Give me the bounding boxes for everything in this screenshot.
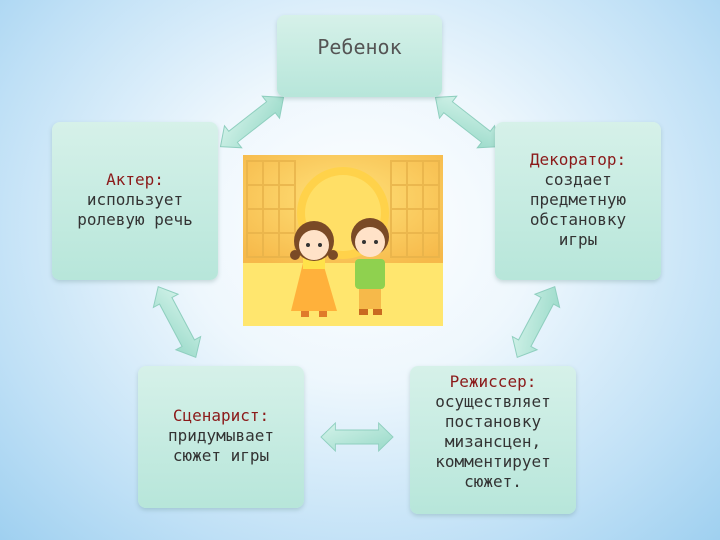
arrow-child-actor [211,85,293,159]
girl-figure [290,221,338,317]
children-illustration [243,155,443,326]
director-box: Режиссер: осуществляет постановку мизанс… [410,366,576,514]
actor-box: Актер: использует ролевую речь [52,122,218,280]
writer-role: Сценарист: [172,406,270,425]
director-role: Режиссер: [449,372,537,391]
decorator-line: обстановку [529,210,627,229]
decorator-line: предметную [529,190,627,209]
lattice-walls [246,160,440,258]
writer-line: придумывает [168,426,274,445]
arrow-decorator-director [504,279,568,365]
arrow-actor-writer [145,279,209,365]
writer-line: сюжет игры [172,446,270,465]
director-line: осуществляет [435,392,551,411]
decorator-line: создает [544,170,612,189]
director-line: комментирует [435,452,551,471]
actor-line: использует [86,190,184,209]
floor [243,263,443,326]
actor-line: ролевую речь [77,210,193,229]
decorator-line: игры [558,230,598,249]
child-title: Ребенок [317,35,402,59]
boy-figure [351,218,389,315]
director-line: постановку [444,412,542,431]
decorator-box: Декоратор: создает предметную обстановку… [495,122,661,280]
writer-box: Сценарист: придумывает сюжет игры [138,366,304,508]
director-line: мизансцен, [444,432,542,451]
child-box: Ребенок [277,15,442,97]
director-line: сюжет. [464,472,522,491]
actor-role: Актер: [106,170,164,189]
decorator-role: Декоратор: [529,150,627,169]
arrow-writer-director [320,422,394,452]
